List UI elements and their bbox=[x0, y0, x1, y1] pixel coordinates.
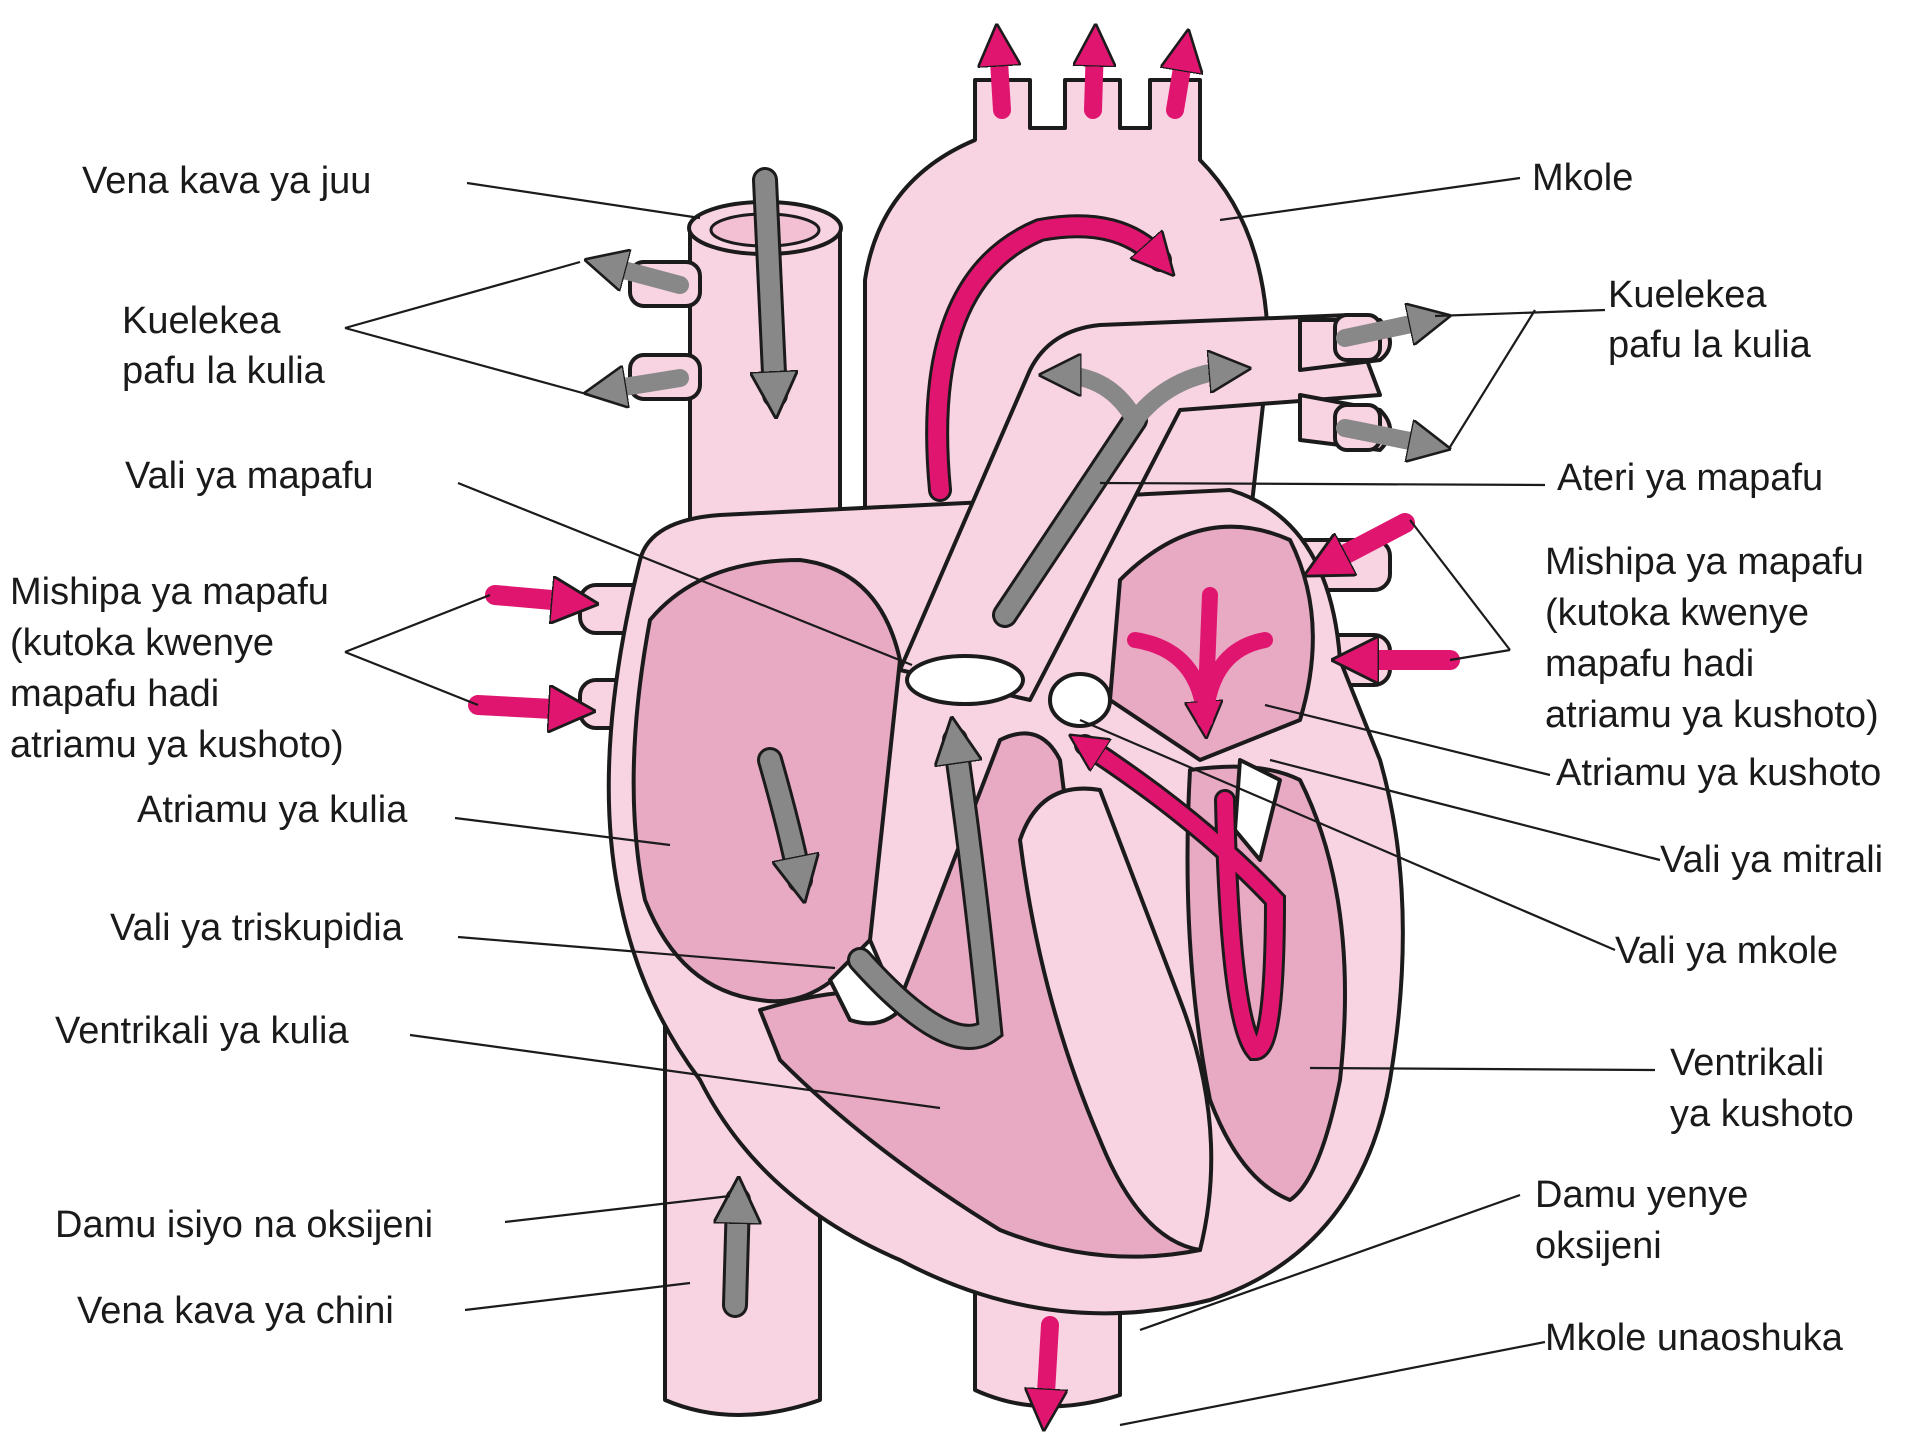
pulmonary-vein-in-bottom-arrow bbox=[468, 705, 572, 710]
label-line: oksijeni bbox=[1535, 1225, 1662, 1267]
label-aortic-valve: Vali ya mkole bbox=[1615, 930, 1838, 972]
pulmonary-valve-ring bbox=[905, 654, 1025, 706]
aorta-branch-arrow-3 bbox=[1175, 50, 1185, 119]
aortic-valve-ring bbox=[1048, 672, 1112, 728]
label-right-ventricle: Ventrikali ya kulia bbox=[55, 1010, 349, 1052]
right-pulmonary-vein-in-top-arrow bbox=[1325, 513, 1415, 565]
label-left-ventricle: Ventrikali ya kushoto bbox=[1670, 1042, 1854, 1135]
label-line: atriamu ya kushoto) bbox=[10, 724, 344, 766]
descending-aorta-arrow bbox=[1045, 1316, 1050, 1410]
pulmonary-vein-in-top-arrow bbox=[485, 595, 575, 602]
label-line: mapafu hadi bbox=[1545, 643, 1754, 685]
label-left-atrium: Atriamu ya kushoto bbox=[1556, 752, 1881, 794]
label-mitral-valve: Vali ya mitrali bbox=[1660, 839, 1883, 881]
label-line: pafu la kulia bbox=[122, 350, 326, 392]
to-left-lung-top-arrow bbox=[1336, 320, 1430, 347]
label-line: atriamu ya kushoto) bbox=[1545, 694, 1879, 736]
label-line: Damu yenye bbox=[1535, 1174, 1748, 1216]
label-line: Mishipa ya mapafu bbox=[10, 571, 329, 613]
la-convergence-arrow-3 bbox=[1197, 587, 1218, 728]
oxygenated-arrows bbox=[468, 45, 1460, 1410]
label-tricuspid-valve: Vali ya triskupidia bbox=[110, 907, 404, 949]
label-line: (kutoka kwenye bbox=[10, 622, 274, 664]
label-line: Mishipa ya mapafu bbox=[1545, 541, 1864, 583]
label-aorta: Mkole bbox=[1532, 157, 1633, 199]
label-line: Kuelekea bbox=[122, 300, 281, 342]
label-pulmonary-artery: Ateri ya mapafu bbox=[1557, 457, 1823, 499]
mitral-leaflet bbox=[1233, 758, 1282, 862]
leader-lines bbox=[344, 176, 1661, 1427]
pa-left-branch-arrow bbox=[1060, 375, 1144, 429]
septum bbox=[1018, 786, 1214, 1252]
labels-left: Vena kava ya juu Kuelekea pafu la kulia … bbox=[10, 160, 433, 1332]
heart-illustration bbox=[468, 45, 1460, 1415]
pa-right-branch-arrow bbox=[1126, 370, 1230, 429]
label-to-right-lung-right: Kuelekea pafu la kulia bbox=[1608, 274, 1812, 366]
label-to-right-lung-left: Kuelekea pafu la kulia bbox=[122, 300, 326, 392]
label-pulmonary-veins-right: Mishipa ya mapafu (kutoka kwenye mapafu … bbox=[1545, 541, 1879, 736]
label-pulmonary-veins-left: Mishipa ya mapafu (kutoka kwenye mapafu … bbox=[10, 571, 344, 766]
label-superior-vena-cava: Vena kava ya juu bbox=[82, 160, 371, 202]
label-line: pafu la kulia bbox=[1608, 324, 1812, 366]
deoxygenated-arrows bbox=[605, 167, 1430, 1318]
to-left-lung-bottom-arrow bbox=[1336, 419, 1430, 445]
label-line: mapafu hadi bbox=[10, 673, 219, 715]
label-deoxygenated-blood: Damu isiyo na oksijeni bbox=[55, 1204, 433, 1246]
label-right-atrium: Atriamu ya kulia bbox=[137, 789, 408, 831]
aorta-branch-arrow-1 bbox=[998, 45, 1002, 119]
label-line: Ventrikali bbox=[1670, 1042, 1824, 1084]
label-oxygenated-blood: Damu yenye oksijeni bbox=[1535, 1174, 1759, 1267]
label-line: ya kushoto bbox=[1670, 1093, 1854, 1135]
to-right-lung-bottom-arrow bbox=[605, 378, 689, 390]
label-descending-aorta: Mkole unaoshuka bbox=[1545, 1317, 1844, 1359]
label-line: Kuelekea bbox=[1608, 274, 1767, 316]
aorta-branch-arrow-2 bbox=[1093, 45, 1095, 119]
to-right-lung-top-arrow bbox=[605, 265, 689, 294]
label-inferior-vena-cava: Vena kava ya chini bbox=[77, 1290, 394, 1332]
label-pulmonary-valve: Vali ya mapafu bbox=[125, 455, 374, 497]
labels-right: Mkole Kuelekea pafu la kulia Ateri ya ma… bbox=[1532, 157, 1883, 1359]
label-line: (kutoka kwenye bbox=[1545, 592, 1809, 634]
